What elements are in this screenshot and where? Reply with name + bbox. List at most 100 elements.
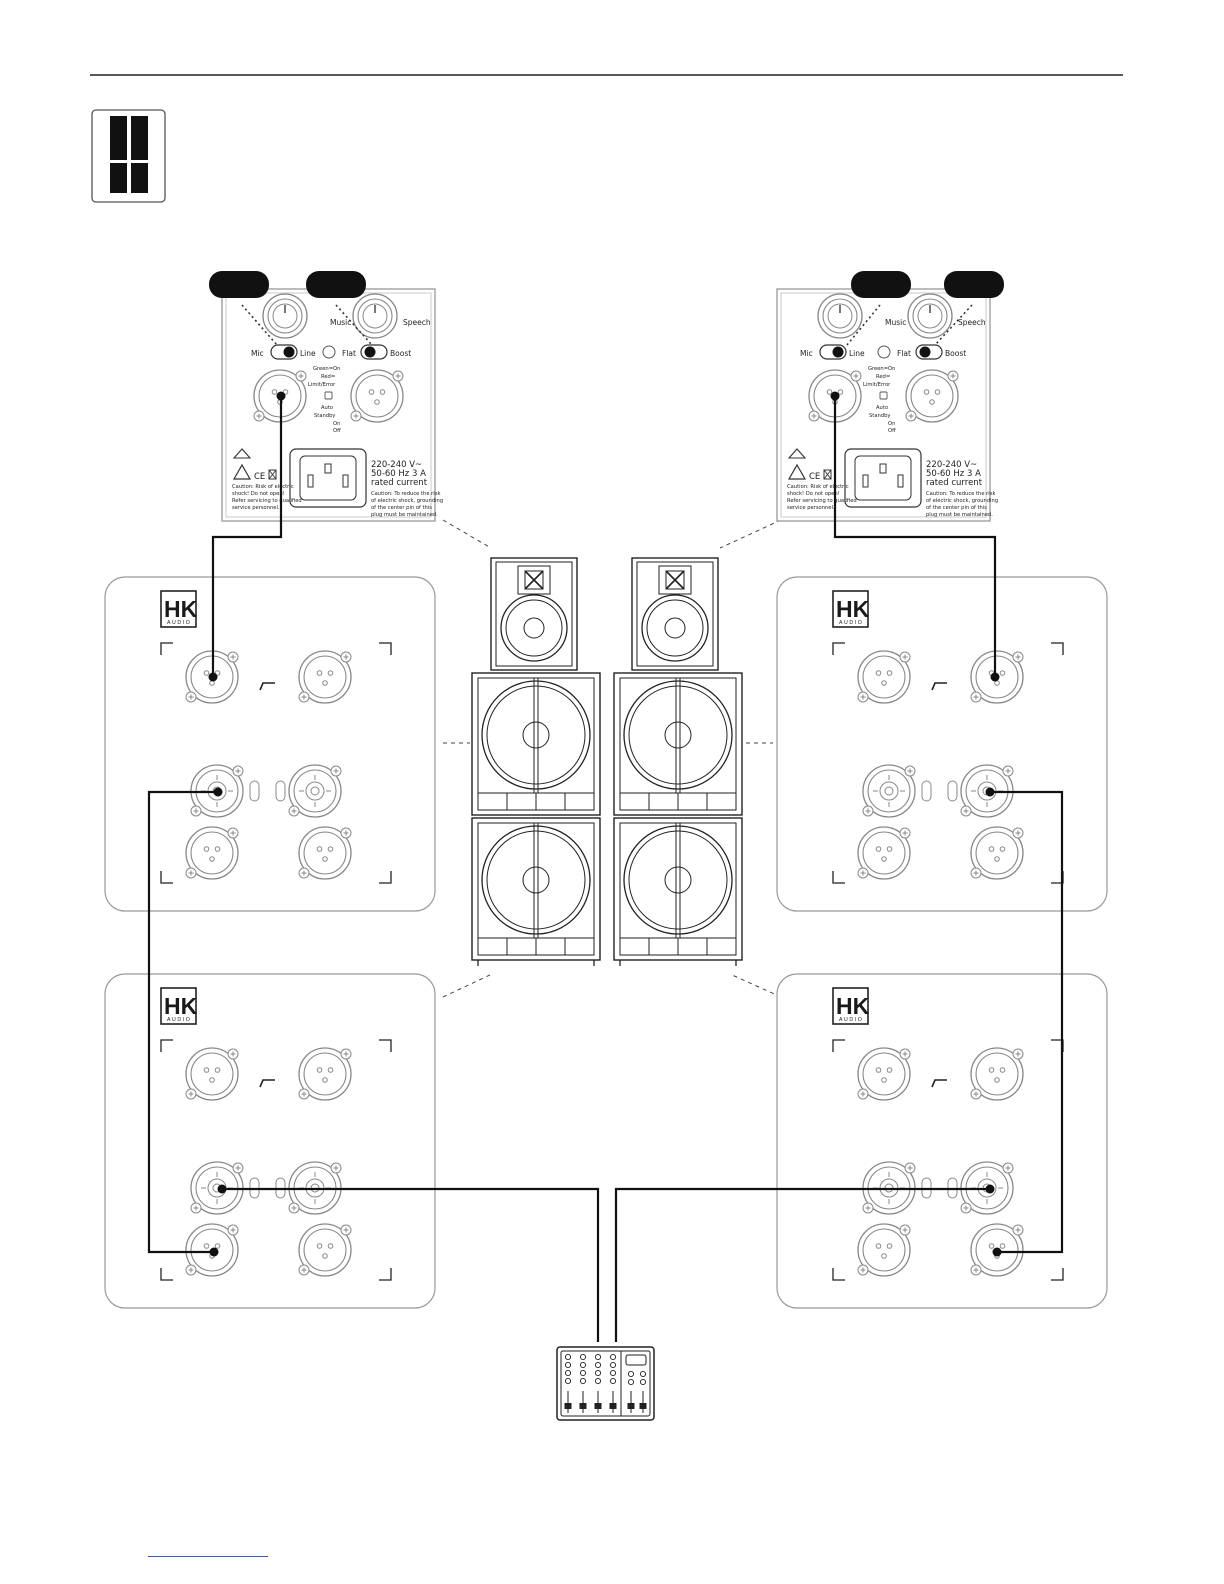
link-symbol (259, 1079, 275, 1088)
speaker-stack-right (613, 557, 743, 966)
power-inlet (289, 448, 367, 508)
boost-label: Boost (945, 349, 966, 358)
status-led (322, 345, 336, 359)
standby-label: Standby (869, 413, 890, 419)
voicing-knob (907, 293, 953, 339)
warning-text-right: Caution: To reduce the risk (371, 491, 440, 497)
speaker-icon (631, 557, 719, 671)
warning-text-left: service personnel. (232, 505, 280, 511)
led-limit-label: Limit/Error (308, 382, 336, 388)
power-voltage: 220-240 V~ (926, 460, 977, 470)
warning-text-left: Caution: Risk of electric (232, 484, 294, 490)
warning-text-right: plug must be maintained. (371, 512, 438, 518)
weee-icon (823, 469, 832, 480)
logo-sub: AUDIO (839, 620, 863, 626)
warning-icon (232, 463, 252, 480)
warning-text-right: of electric shock, grounding (371, 498, 443, 504)
speaker-icon (471, 672, 601, 816)
ce-mark: CE (809, 472, 820, 482)
xlr-connector-icon (185, 826, 239, 880)
voicing-music-label: Music (330, 318, 351, 327)
flat-label: Flat (897, 349, 911, 358)
xlr-connector-icon (298, 1223, 352, 1277)
leader-lines (442, 519, 782, 998)
xlr-connector-icon (288, 764, 342, 818)
standby-auto-label: Auto (876, 405, 888, 411)
warning-text-left: Refer servicing to qualified (787, 498, 857, 504)
link-symbol (931, 1079, 947, 1088)
gain-knob (262, 293, 308, 339)
gain-knob (817, 293, 863, 339)
footer-link[interactable] (148, 1556, 268, 1557)
system-config-icon (91, 109, 166, 203)
xlr-connector-icon (857, 650, 911, 704)
callout-badge (944, 271, 1004, 298)
voicing-speech-label: Speech (958, 318, 986, 327)
link-symbol (259, 682, 275, 691)
standby-label: Standby (314, 413, 335, 419)
speaker-stack-left (471, 557, 601, 966)
standby-auto-label: Auto (321, 405, 333, 411)
standby-on-label: On (333, 421, 340, 427)
power-rated: rated current (926, 478, 983, 488)
standby-off-label: Off (888, 428, 896, 434)
logo-sub: AUDIO (167, 620, 191, 626)
weee-icon (268, 469, 277, 480)
xlr-connector-icon (857, 826, 911, 880)
boost-label: Boost (390, 349, 411, 358)
voicing-speech-label: Speech (403, 318, 431, 327)
ce-mark: CE (254, 472, 265, 482)
speaker-icon (490, 557, 578, 671)
speaker-icon (613, 672, 743, 816)
line-label: Line (849, 349, 865, 358)
warning-text-left: service personnel. (787, 505, 835, 511)
warning-text-right: Caution: To reduce the risk (926, 491, 995, 497)
xlr-connector-icon (298, 1047, 352, 1101)
xlr-connector-icon (298, 650, 352, 704)
logo-main: HK (836, 993, 870, 1019)
mixer-icon (556, 1346, 655, 1421)
speaker-icon (613, 817, 743, 961)
xlr-connector-icon (862, 764, 916, 818)
cable-endpoints (208, 391, 1002, 1257)
mic-label: Mic (251, 349, 264, 358)
xlr-connector-icon (185, 1047, 239, 1101)
xlr-connector-icon (905, 369, 959, 423)
logo-sub: AUDIO (167, 1017, 191, 1023)
xlr-connector-icon (857, 1223, 911, 1277)
warning-icon (787, 463, 807, 480)
warning-text-right: of electric shock, grounding (926, 498, 998, 504)
voicing-music-label: Music (885, 318, 906, 327)
callout-badge (851, 271, 911, 298)
xlr-connector-icon (970, 1047, 1024, 1101)
warning-text-right: plug must be maintained. (926, 512, 993, 518)
xlr-connector-icon (970, 826, 1024, 880)
power-frequency: 50-60 Hz 3 A (926, 469, 981, 479)
warning-text-left: Refer servicing to qualified (232, 498, 302, 504)
line-label: Line (300, 349, 316, 358)
logo-main: HK (164, 596, 198, 622)
led-green-label: Green=On (868, 366, 895, 372)
warning-text-right: of the center pin of this (371, 505, 432, 511)
logo-main: HK (836, 596, 870, 622)
flat-label: Flat (342, 349, 356, 358)
power-rated: rated current (371, 478, 428, 488)
power-inlet (844, 448, 922, 508)
led-red-label: Red= (876, 374, 890, 380)
callout-badge (209, 271, 269, 298)
link-symbol (931, 682, 947, 691)
standby-off-label: Off (333, 428, 341, 434)
xlr-connector-icon (298, 826, 352, 880)
led-red-label: Red= (321, 374, 335, 380)
warning-text-left: shock! Do not open! (232, 491, 285, 497)
